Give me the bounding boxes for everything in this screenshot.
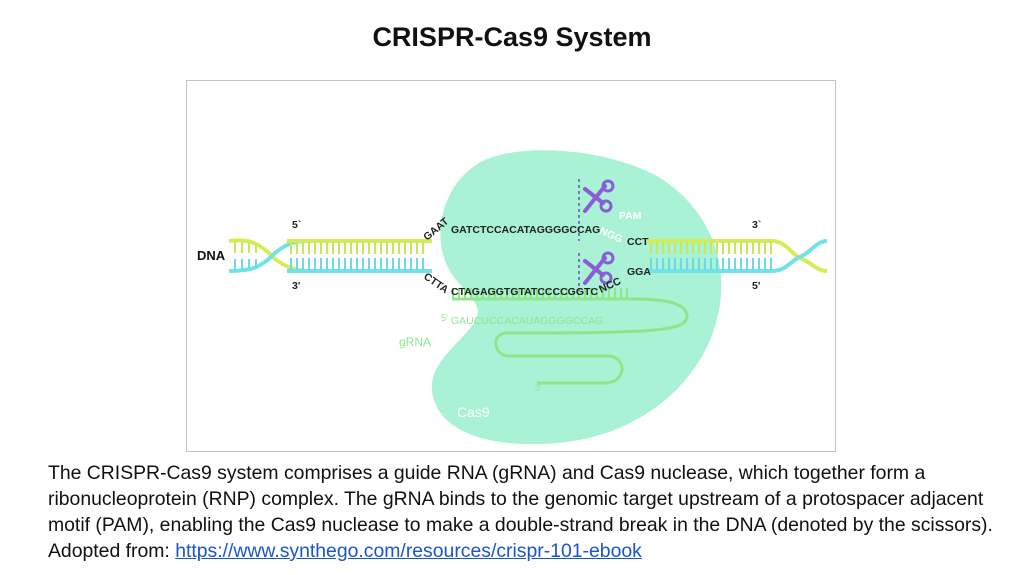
grna-label: gRNA xyxy=(399,335,431,349)
top-left-end-label: 5` xyxy=(292,219,301,231)
caption-text: The CRISPR-Cas9 system comprises a guide… xyxy=(48,462,993,562)
top-after-pam: CCT xyxy=(627,236,649,248)
scissors-icon xyxy=(583,179,615,213)
bottom-target-sequence: CTAGAGGTGTATCCCCGGTC xyxy=(451,286,598,298)
dna-left-helix xyxy=(228,238,308,273)
dna-right-duplex xyxy=(647,239,828,273)
scissors-icon xyxy=(583,251,615,285)
grna-sequence: GAUCUCCACAUAGGGGCCAG xyxy=(451,315,603,327)
bottom-after-pam: GGA xyxy=(627,266,651,278)
crispr-diagram: DNA 5` 3' 3` 5' GAAT GATCTCCACATAGGGGCCA… xyxy=(186,80,836,452)
bottom-right-end-label: 5' xyxy=(752,280,760,292)
source-link[interactable]: https://www.synthego.com/resources/crisp… xyxy=(175,540,642,562)
crispr-diagram-svg: DNA 5` 3' 3` 5' GAAT GATCTCCACATAGGGGCCA… xyxy=(197,150,828,445)
dna-left-duplex xyxy=(287,239,432,273)
grna-3-label: 3' xyxy=(535,383,542,393)
figure-caption: The CRISPR-Cas9 system comprises a guide… xyxy=(48,460,1008,564)
top-target-sequence: GATCTCCACATAGGGGCCAG xyxy=(451,224,600,236)
page-title: CRISPR-Cas9 System xyxy=(372,22,652,52)
dna-label: DNA xyxy=(197,248,226,263)
cas9-label: Cas9 xyxy=(457,404,490,420)
grna-5-label: 5' xyxy=(441,313,448,323)
bottom-seq-prefix: CTTA xyxy=(421,271,451,297)
grna-strand xyxy=(452,288,689,385)
cas9-protein xyxy=(431,150,722,445)
top-right-end-label: 3` xyxy=(752,219,761,231)
bottom-left-end-label: 3' xyxy=(292,280,300,292)
pam-label: PAM xyxy=(619,210,642,222)
